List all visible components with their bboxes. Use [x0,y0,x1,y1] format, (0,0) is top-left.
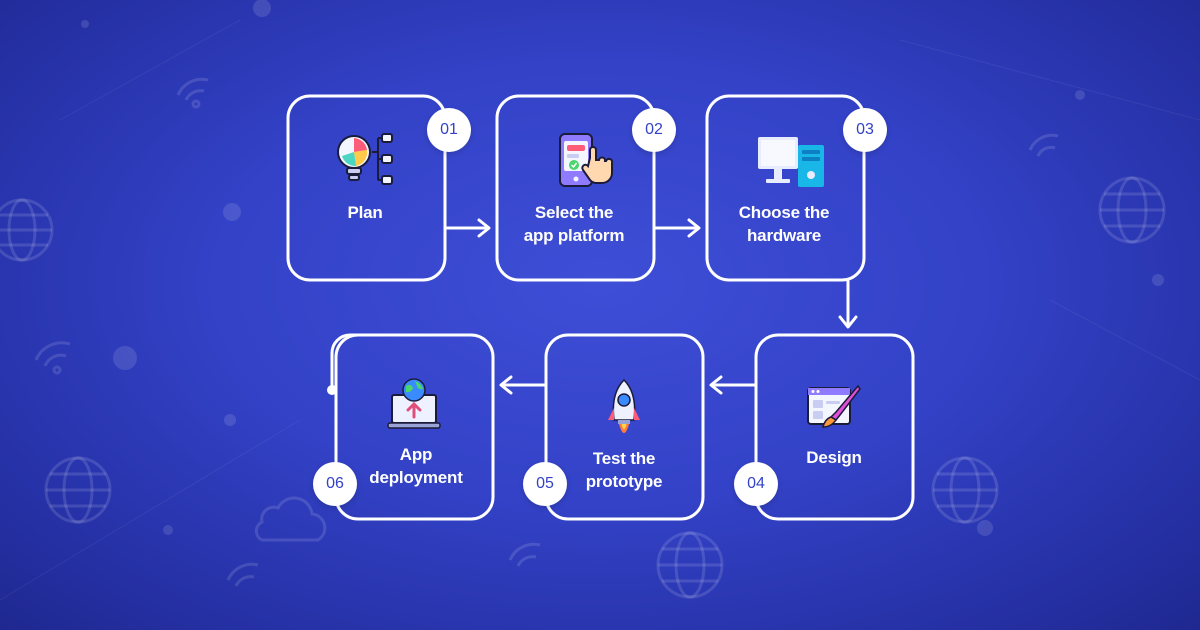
step-number-badge-6: 06 [313,462,357,506]
desktop-computer-icon [756,133,828,196]
globe-icon [44,456,112,524]
step-label-2: Select the app platform [499,201,649,247]
step-label-1: Plan [290,201,440,224]
connector-arrow-5-6 [499,375,548,395]
step-number-badge-2: 02 [632,108,676,152]
wifi-icon [508,542,541,567]
lightbulb-pie-chart-icon [334,130,396,193]
globe-icon [656,531,724,599]
wifi-icon [226,562,259,587]
wifi-icon [34,341,71,375]
step-label-5: Test the prototype [549,447,699,493]
cloud-icon [254,496,327,542]
step-box-6 [334,333,495,521]
step-number-badge-1: 01 [427,108,471,152]
step-number-badge-5: 05 [523,462,567,506]
step-number-badge-4: 04 [734,462,778,506]
connector-arrow-2-3 [652,218,701,238]
step-box-4 [754,333,915,521]
globe-icon [1098,176,1166,244]
connector-arrow-4-5 [709,375,758,395]
step-label-line: App [399,445,433,464]
connector-tail [330,333,380,390]
wifi-icon [176,77,209,109]
connector-arrow-1-2 [443,218,491,238]
step-label-4: Design [759,446,909,469]
globe-icon [931,456,999,524]
step-label-3: Choose the hardware [709,201,859,247]
step-box-1 [286,94,447,282]
step-label-line: deployment [369,468,463,487]
step-label-line: prototype [585,472,663,491]
step-box-2 [495,94,656,282]
smartphone-tap-icon [556,132,618,193]
design-brush-icon [806,382,862,439]
step-number-badge-3: 03 [843,108,887,152]
laptop-globe-upload-icon [386,377,442,436]
step-box-3 [705,94,866,282]
step-label-line: app platform [523,226,625,245]
globe-icon [0,198,54,262]
step-label-line: Choose the [738,203,830,222]
step-label-6: App deployment [341,443,491,489]
step-box-5 [544,333,705,521]
connector-arrow-3-4 [838,278,858,329]
flow-end-dot [327,385,337,395]
rocket-icon [606,378,642,449]
step-label-line: Design [806,448,862,467]
step-label-line: Select the [534,203,614,222]
step-label-line: hardware [747,226,821,245]
wifi-icon [1028,133,1059,157]
step-label-line: Plan [347,203,383,222]
step-label-line: Test the [592,449,656,468]
